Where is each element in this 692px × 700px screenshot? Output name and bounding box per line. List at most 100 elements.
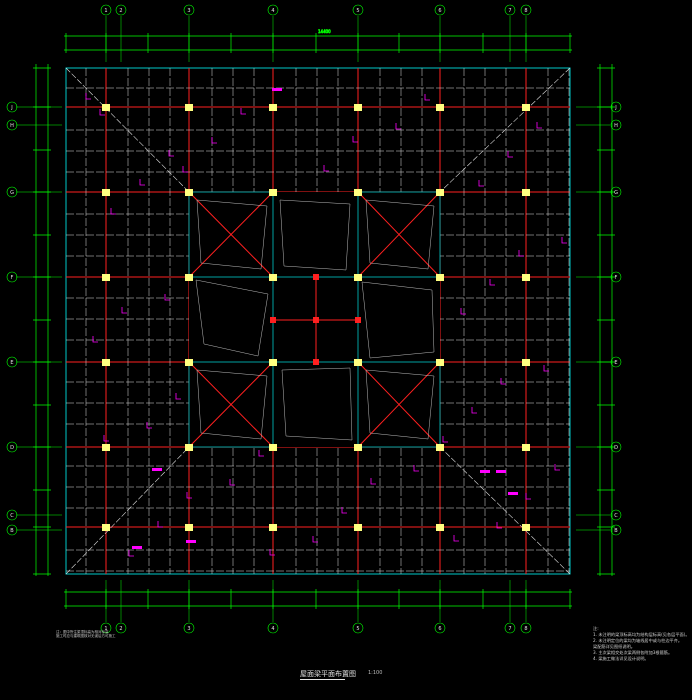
- beam-label-mark: [471, 407, 477, 414]
- axis-bubble-label: 7: [508, 8, 511, 14]
- beam-label-mark: [128, 550, 134, 557]
- beam-label-mark: [157, 521, 163, 528]
- axis-bubble-label: D: [614, 445, 618, 451]
- section-tag-3: [480, 470, 490, 473]
- beam-label-mark: [500, 378, 506, 385]
- core-bay-2: [188, 361, 274, 448]
- column: [354, 104, 362, 111]
- column: [102, 104, 110, 111]
- column: [436, 359, 444, 366]
- column: [522, 104, 530, 111]
- axis-bubble-label: 5: [356, 8, 359, 14]
- beam-label-mark: [489, 279, 495, 286]
- column: [436, 524, 444, 531]
- column: [522, 189, 530, 196]
- axis-bubble-4: [267, 4, 279, 16]
- axis-bubble-label: F: [615, 275, 618, 281]
- column: [354, 189, 362, 196]
- column: [354, 359, 362, 366]
- beam-label-mark: [352, 136, 358, 143]
- column: [522, 274, 530, 281]
- axis-bubble-label: 1: [104, 8, 107, 14]
- axis-bubble-label: 5: [356, 626, 359, 632]
- title-underline: [300, 679, 345, 680]
- core-column: [270, 317, 276, 323]
- core-bay-3: [357, 361, 441, 448]
- axis-bubble-J: [6, 101, 18, 113]
- axis-bubble-label: J: [10, 105, 12, 111]
- column: [185, 274, 193, 281]
- diagonal-beam-1: [439, 67, 571, 193]
- note-3: 梁配筋详见图纸说明。: [593, 644, 635, 649]
- axis-bubble-2: [115, 4, 127, 16]
- beam-label-mark: [543, 365, 549, 372]
- core-slab-2: [196, 369, 268, 440]
- section-tag-0: [186, 540, 196, 543]
- core-column: [313, 359, 319, 365]
- note-2: 2. 未注明定位的梁均为轴线居中或与柱边平齐。: [593, 638, 683, 643]
- diagonal-beam-2: [65, 446, 190, 575]
- beam-label-mark: [478, 180, 484, 187]
- column: [185, 359, 193, 366]
- column: [269, 524, 277, 531]
- column: [436, 444, 444, 451]
- beam-labels: [85, 88, 567, 557]
- section-tag-4: [272, 88, 282, 91]
- axis-bubble-label: G: [10, 190, 14, 196]
- beam-label-mark: [186, 492, 192, 499]
- axis-bubble-label: 4: [271, 8, 274, 14]
- axis-bubble-label: D: [10, 445, 14, 451]
- axis-bubble-label: 6: [438, 8, 441, 14]
- axis-bubble-label: H: [614, 123, 618, 129]
- beam-label-mark: [139, 179, 145, 186]
- axis-bubble-label: 2: [119, 626, 122, 632]
- axis-bubble-4: [267, 622, 279, 634]
- axis-bubble-label: B: [10, 528, 14, 534]
- axis-bubble-H: [610, 119, 622, 131]
- axis-bubble-label: C: [10, 513, 14, 519]
- beam-label-mark: [460, 308, 466, 315]
- beam-label-mark: [561, 237, 567, 244]
- core-panel-2: [279, 199, 351, 271]
- axis-bubble-2: [115, 622, 127, 634]
- core-diag-b-0: [188, 191, 274, 278]
- axis-bubble-label: C: [614, 513, 618, 519]
- column: [436, 189, 444, 196]
- section-tag-1: [132, 546, 142, 549]
- column: [269, 104, 277, 111]
- column: [522, 444, 530, 451]
- core-column: [355, 317, 361, 323]
- beam-label-mark: [518, 250, 524, 257]
- axis-bubble-B: [6, 524, 18, 536]
- beam-label-mark: [413, 465, 419, 472]
- overall-dim-text: 14400: [318, 29, 331, 34]
- axis-bubble-label: 3: [187, 8, 190, 14]
- core-panel-1: [361, 281, 435, 359]
- axis-bubble-label: B: [614, 528, 618, 534]
- small-note: 注：图中所注梁顶标高为相对标高 施工时应与建筑图核对无误后方可施工: [56, 630, 146, 638]
- core-column: [313, 317, 319, 323]
- axis-bubble-label: 4: [271, 626, 274, 632]
- column: [354, 444, 362, 451]
- beam-label-mark: [269, 549, 275, 556]
- core-diag-b-2: [188, 361, 274, 448]
- note-1: 1. 未注明的梁顶标高均为结构层标高(见各层平面)。: [593, 632, 689, 637]
- axis-bubble-F: [6, 271, 18, 283]
- axis-bubble-1: [100, 622, 112, 634]
- axis-bubble-3: [183, 622, 195, 634]
- core-bay-0: [188, 191, 274, 278]
- axis-bubble-C: [610, 509, 622, 521]
- beam-label-mark: [525, 493, 531, 500]
- axis-bubble-B: [610, 524, 622, 536]
- beam-label-mark: [92, 336, 98, 343]
- small-note-line-2: 施工时应与建筑图核对无误后方可施工: [56, 634, 116, 638]
- core-diag-b-3: [357, 361, 441, 448]
- axis-bubble-label: H: [10, 123, 14, 129]
- column: [436, 104, 444, 111]
- columns: [102, 104, 530, 531]
- axis-bubble-label: 8: [524, 626, 527, 632]
- column: [185, 444, 193, 451]
- column: [185, 524, 193, 531]
- beam-label-mark: [229, 479, 235, 486]
